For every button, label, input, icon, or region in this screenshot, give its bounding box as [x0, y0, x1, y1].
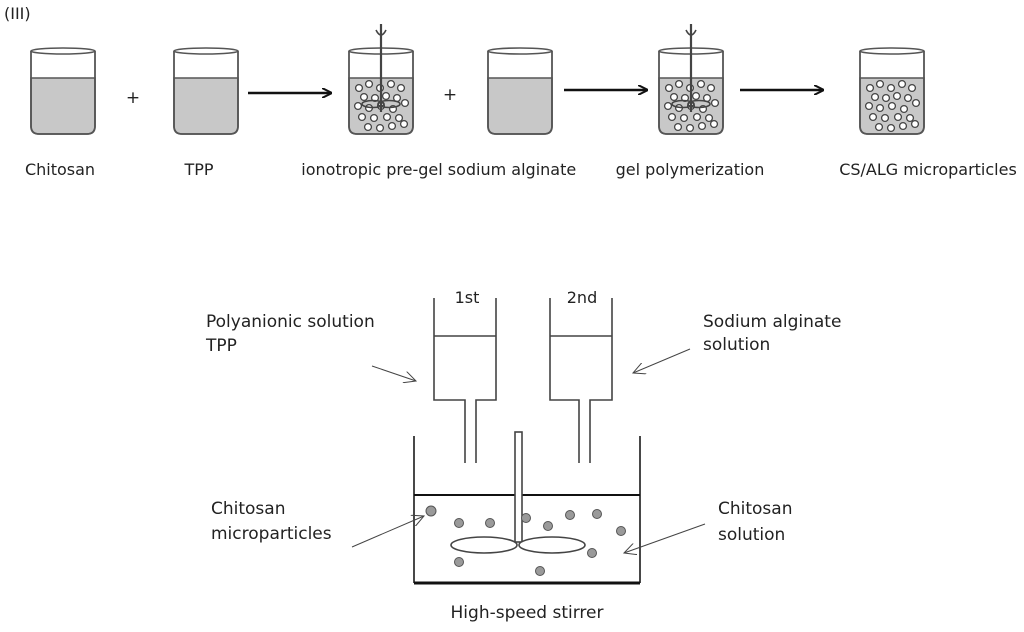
plus-sign-2: +	[443, 85, 457, 105]
high-speed-stirrer	[450, 431, 586, 554]
syringe-second	[549, 298, 613, 463]
polyanionic-label-line2: TPP	[205, 336, 237, 356]
label-chitosan: Chitosan	[25, 160, 95, 179]
alginate-pointer	[633, 348, 691, 373]
syringe-first-label: 1st	[455, 288, 480, 307]
label-pregel: ionotropic pre-gel	[301, 160, 442, 179]
syringe-second-label: 2nd	[567, 288, 597, 307]
tpp-beaker	[173, 47, 239, 135]
stirring-vessel	[413, 436, 641, 585]
solution-label-line2: solution	[718, 525, 785, 545]
microparticles-label-line2: microparticles	[211, 524, 332, 544]
polymerization-beaker	[658, 22, 724, 135]
solution-pointer	[624, 523, 706, 553]
polyanionic-pointer	[371, 365, 416, 381]
label-tpp: TPP	[183, 160, 213, 179]
solution-label-line1: Chitosan	[718, 499, 792, 519]
stirrer-caption: High-speed stirrer	[451, 603, 604, 623]
polyanionic-label-line1: Polyanionic solution	[206, 312, 375, 332]
label-microparticles: CS/ALG microparticles	[839, 160, 1017, 179]
panel-label: (III)	[4, 4, 31, 23]
microparticles-beaker	[859, 47, 925, 135]
alginate-beaker	[487, 47, 553, 135]
plus-sign-1: +	[126, 88, 140, 108]
label-polymerization: gel polymerization	[616, 160, 765, 179]
vessel-particles	[425, 505, 626, 576]
pregel-beaker	[348, 22, 414, 135]
label-alginate: sodium alginate	[448, 160, 576, 179]
alginate-label-line2: solution	[703, 335, 770, 355]
alginate-label-line1: Sodium alginate	[703, 312, 841, 332]
microparticles-pointer	[351, 516, 424, 548]
microparticles-label-line1: Chitosan	[211, 499, 285, 519]
chitosan-beaker	[30, 47, 96, 135]
syringe-first	[433, 298, 497, 463]
